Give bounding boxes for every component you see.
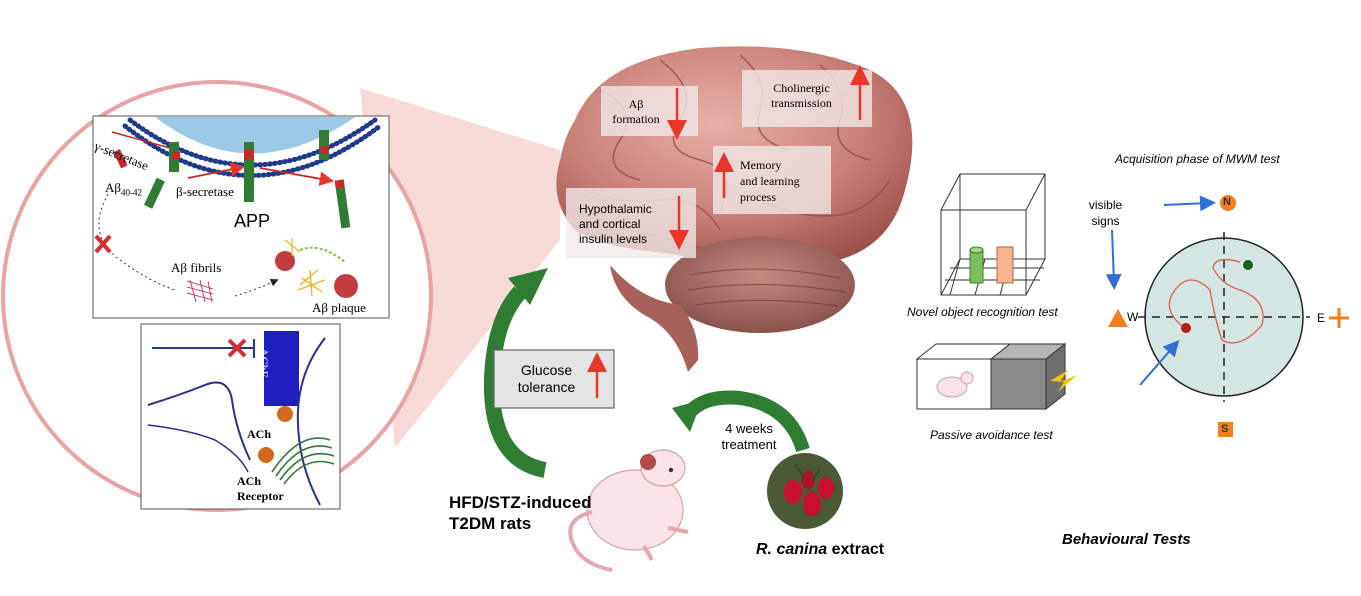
ab-plaque-label: Aβ plaque bbox=[312, 300, 366, 315]
treatment-label: 4 weeks treatment bbox=[714, 421, 784, 453]
cerebellum bbox=[665, 237, 855, 333]
object-green-cylinder bbox=[969, 249, 984, 284]
cholinergic-label: Cholinergic transmission bbox=[754, 81, 849, 111]
ache-label: AChE bbox=[257, 348, 271, 378]
visible-signs-arrow-down bbox=[1105, 229, 1122, 290]
ab-formation-line2: formation bbox=[612, 112, 660, 126]
app-processing-panel bbox=[92, 115, 390, 319]
north-label: N bbox=[1223, 196, 1231, 208]
ach-receptor-label-line2: Receptor bbox=[237, 489, 284, 503]
ab-formation-label: Aβ formation bbox=[601, 97, 671, 127]
memory-label: Memory and learning process bbox=[740, 157, 800, 205]
start-dot bbox=[1181, 323, 1191, 333]
visible-signs-arrow-right bbox=[1163, 195, 1216, 212]
ache-enzyme bbox=[264, 331, 299, 406]
app-label: APP bbox=[234, 211, 271, 231]
west-marker bbox=[1108, 309, 1128, 327]
ab-fibrils-label: Aβ fibrils bbox=[171, 260, 222, 275]
novel-object-cage bbox=[940, 173, 1046, 296]
south-label: S bbox=[1221, 423, 1229, 435]
memory-line3: process bbox=[740, 190, 776, 204]
entry-arrow bbox=[1139, 339, 1180, 386]
rat-brain-icon bbox=[640, 454, 656, 470]
presynaptic-membrane-2 bbox=[147, 424, 249, 473]
swim-path bbox=[1168, 258, 1264, 344]
mwm-title: Acquisition phase of MWM test bbox=[1115, 152, 1280, 166]
rosa-canina-icon bbox=[767, 453, 843, 529]
rats-label-line1: HFD/STZ-induced bbox=[449, 493, 592, 512]
east-marker bbox=[1329, 308, 1349, 328]
postsynaptic-membrane bbox=[296, 337, 326, 506]
visible-signs-line2: signs bbox=[1091, 214, 1120, 228]
novel-object-label: Novel object recognition test bbox=[907, 305, 1058, 319]
rats-label-line2: T2DM rats bbox=[449, 514, 532, 533]
ab-peptide-text: Aβ bbox=[105, 180, 122, 195]
ab-formation-line1: Aβ bbox=[628, 97, 644, 111]
presynaptic-membrane-1 bbox=[147, 381, 251, 461]
beta-secretase-label: β-secretase bbox=[176, 184, 234, 199]
memory-line1: Memory bbox=[740, 158, 782, 172]
neuron-star-icon bbox=[297, 269, 326, 297]
app-protein-2 bbox=[244, 142, 254, 202]
south-marker bbox=[1218, 422, 1233, 437]
app-fragment-left bbox=[144, 177, 165, 209]
treatment-line2: treatment bbox=[721, 437, 777, 452]
ach-receptor-label-line1: ACh bbox=[237, 474, 262, 488]
north-marker bbox=[1220, 195, 1236, 211]
cell-interior bbox=[155, 117, 355, 154]
object-orange-block bbox=[996, 246, 1014, 284]
extract-species: R. canina bbox=[756, 541, 828, 558]
ache-blocked-x bbox=[227, 338, 247, 358]
cholinergic-line1: Cholinergic bbox=[773, 81, 830, 95]
insulin-label: Hypothalamic and cortical insulin levels bbox=[579, 202, 652, 247]
insulin-line2: and cortical bbox=[579, 217, 641, 231]
app-protein-3 bbox=[319, 130, 329, 160]
glucose-tolerance-label: Glucose tolerance bbox=[504, 362, 589, 396]
east-label: E bbox=[1317, 311, 1326, 325]
ach-label: ACh bbox=[247, 427, 272, 441]
ab-peptide-subscript: 40-42 bbox=[121, 187, 143, 198]
visible-signs-line1: visible bbox=[1088, 198, 1123, 212]
passive-avoidance-label: Passive avoidance test bbox=[930, 428, 1053, 442]
platform-dot bbox=[1243, 260, 1253, 270]
passive-avoidance-box bbox=[915, 342, 1077, 411]
synapse-panel bbox=[140, 323, 341, 510]
shock-lightning-icon bbox=[1050, 370, 1077, 392]
cholinergic-line2: transmission bbox=[771, 96, 832, 110]
glucose-line1: Glucose bbox=[520, 362, 573, 378]
ach-receptor-icon bbox=[271, 437, 335, 485]
extract-label: R. canina extract bbox=[756, 541, 884, 559]
ab-fibrils-icon bbox=[186, 279, 214, 303]
ab-peptide-label: Aβ40-42 bbox=[105, 180, 142, 198]
brainstem bbox=[610, 265, 699, 372]
app-fragment-right bbox=[334, 179, 351, 229]
treatment-arrow bbox=[684, 390, 810, 453]
ach-molecule-1 bbox=[277, 406, 293, 422]
blocked-x-mark bbox=[94, 234, 112, 254]
ab-cluster-1 bbox=[275, 251, 295, 271]
ab-plaque-icon bbox=[334, 274, 358, 298]
rat-illustration bbox=[568, 449, 689, 572]
rats-label: HFD/STZ-induced T2DM rats bbox=[449, 492, 592, 534]
ach-molecule-2 bbox=[258, 447, 274, 463]
glucose-line2: tolerance bbox=[517, 379, 576, 395]
insulin-line1: Hypothalamic bbox=[579, 202, 652, 216]
visible-signs-label: visible signs bbox=[1083, 197, 1128, 229]
memory-line2: and learning bbox=[740, 174, 800, 188]
behavioural-tests-title: Behavioural Tests bbox=[1062, 531, 1191, 548]
extract-rest: extract bbox=[827, 541, 885, 558]
treatment-line1: 4 weeks bbox=[725, 421, 773, 436]
green-cycle-arrow bbox=[483, 286, 547, 478]
insulin-line3: insulin levels bbox=[579, 232, 648, 246]
west-label: W bbox=[1127, 310, 1139, 324]
